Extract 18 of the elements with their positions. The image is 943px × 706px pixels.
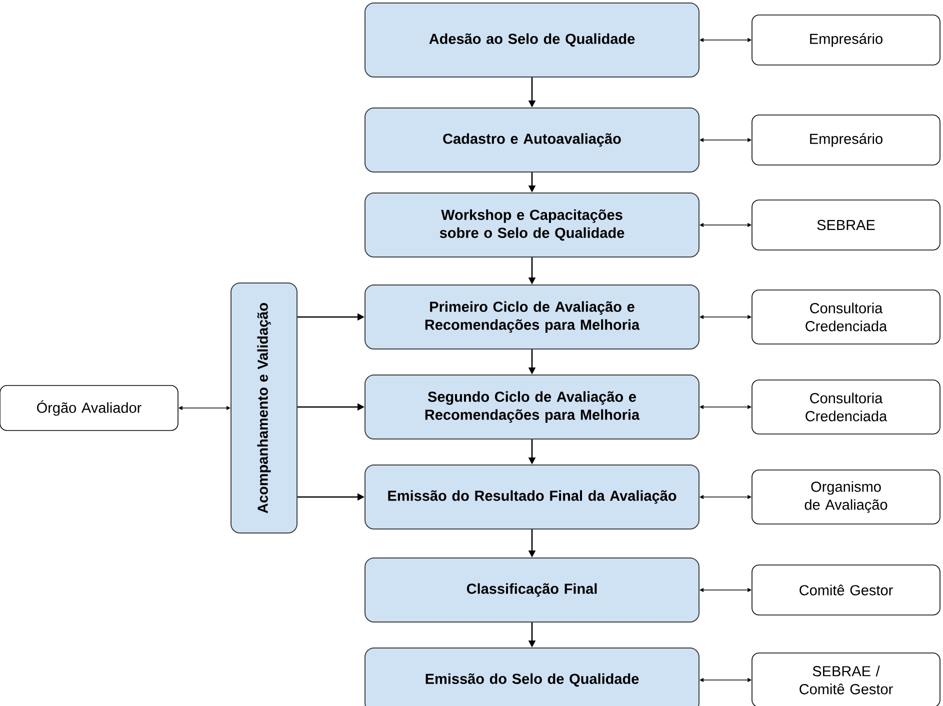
process-box: Adesão ao Selo de Qualidade	[364, 2, 700, 78]
actor-box: Empresário	[752, 114, 940, 166]
actor-box: Consultoria Credenciada	[752, 380, 940, 434]
process-box: Workshop e Capacitações sobre o Selo de Qualidade	[364, 192, 700, 258]
actor-box: Organismo de Avaliação	[752, 470, 940, 524]
actor-box: Empresário	[752, 14, 940, 66]
process-box: Classificação Final	[364, 558, 700, 622]
process-box: Emissão do Resultado Final da Avaliação	[364, 464, 700, 530]
process-box: Primeiro Ciclo de Avaliação e Recomendações para Melhoria	[364, 284, 700, 350]
process-box: Emissão do Selo de Qualidade	[364, 648, 700, 706]
actor-box: Comitê Gestor	[752, 564, 940, 616]
process-box: Acompanhamento e Validação	[230, 282, 298, 534]
actor-box: Órgão Avaliador	[0, 385, 178, 431]
process-box: Cadastro e Autoavaliação	[364, 108, 700, 172]
actor-box: SEBRAE / Comitê Gestor	[752, 652, 940, 706]
actor-box: SEBRAE	[752, 200, 940, 250]
actor-box: Consultoria Credenciada	[752, 290, 940, 344]
process-box: Segundo Ciclo de Avaliação e Recomendações para Melhoria	[364, 374, 700, 440]
